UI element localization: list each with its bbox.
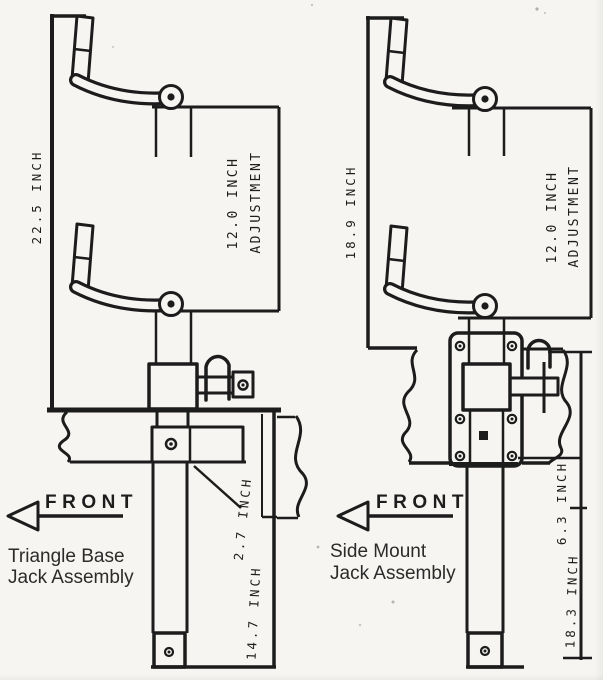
adjustment-label-line2: ADJUSTMENT	[567, 164, 582, 267]
frame-drop-label: 2.7 INCH	[231, 476, 255, 561]
plate-bolt	[506, 413, 518, 425]
leader-line	[193, 465, 242, 509]
dimension-lines	[548, 350, 592, 660]
scan-speckles	[111, 3, 546, 627]
clamp-block	[147, 362, 199, 411]
frame-break-line	[401, 348, 419, 463]
shackle-pin	[506, 376, 560, 397]
tube-pin-hole	[479, 431, 488, 440]
crank-handle-up	[70, 14, 95, 85]
shackle-loop	[204, 354, 231, 402]
crank-arm-down	[390, 289, 497, 318]
plate-bolt	[454, 340, 466, 352]
front-label: FRONT	[45, 492, 138, 513]
foot-bolt	[479, 645, 491, 657]
triangle-base-jack-diagram: 12.0 INCH ADJUSTMENT	[6, 14, 308, 669]
bracket-bolt	[164, 437, 178, 451]
ground-extension-label: 14.7 INCH	[244, 565, 264, 660]
plate-bolt	[454, 450, 466, 462]
plate-bolt	[506, 450, 518, 462]
frame-break-line	[57, 410, 72, 463]
plate-bolt	[506, 340, 518, 352]
crank-arm-up	[390, 82, 497, 111]
plate-bolt	[454, 413, 466, 425]
assembly-title-line1: Triangle Base	[8, 546, 125, 567]
shackle-pin-assembly	[195, 354, 255, 402]
side-mount-jack-diagram: 12.0 INCH ADJUSTMENT	[330, 16, 593, 669]
frame-break-line	[547, 349, 572, 465]
shackle-loop	[526, 338, 552, 370]
front-label: FRONT	[376, 492, 469, 513]
jack-foot	[152, 631, 187, 669]
frame-drop-label: 6.3 INCH	[554, 461, 569, 545]
crank-handle-up	[384, 16, 409, 87]
frame-break-line	[294, 415, 308, 518]
dimension-lines	[261, 412, 277, 666]
assembly-title-line1: Side Mount	[330, 541, 427, 562]
ground-extension-label: 18.3 INCH	[562, 553, 580, 648]
assembly-title-line2: Jack Assembly	[330, 563, 456, 584]
foot-bolt	[163, 646, 175, 658]
adjustment-label-line2: ADJUSTMENT	[249, 150, 264, 253]
overall-height-label: 22.5 INCH	[29, 150, 44, 245]
assembly-title-line2: Jack Assembly	[8, 567, 134, 588]
crank-arm-down	[76, 287, 183, 316]
adjustment-label-line1: 12.0 INCH	[226, 157, 241, 250]
clamp-block	[461, 362, 512, 412]
crank-arm-up	[76, 80, 183, 109]
overall-height-label: 18.9 INCH	[343, 165, 358, 260]
adjustment-label-line1: 12.0 INCH	[545, 171, 560, 264]
shackle-pin-assembly	[506, 338, 560, 413]
frame-rail	[368, 346, 572, 465]
frame-rail	[47, 407, 308, 520]
pin-hole	[237, 379, 249, 391]
